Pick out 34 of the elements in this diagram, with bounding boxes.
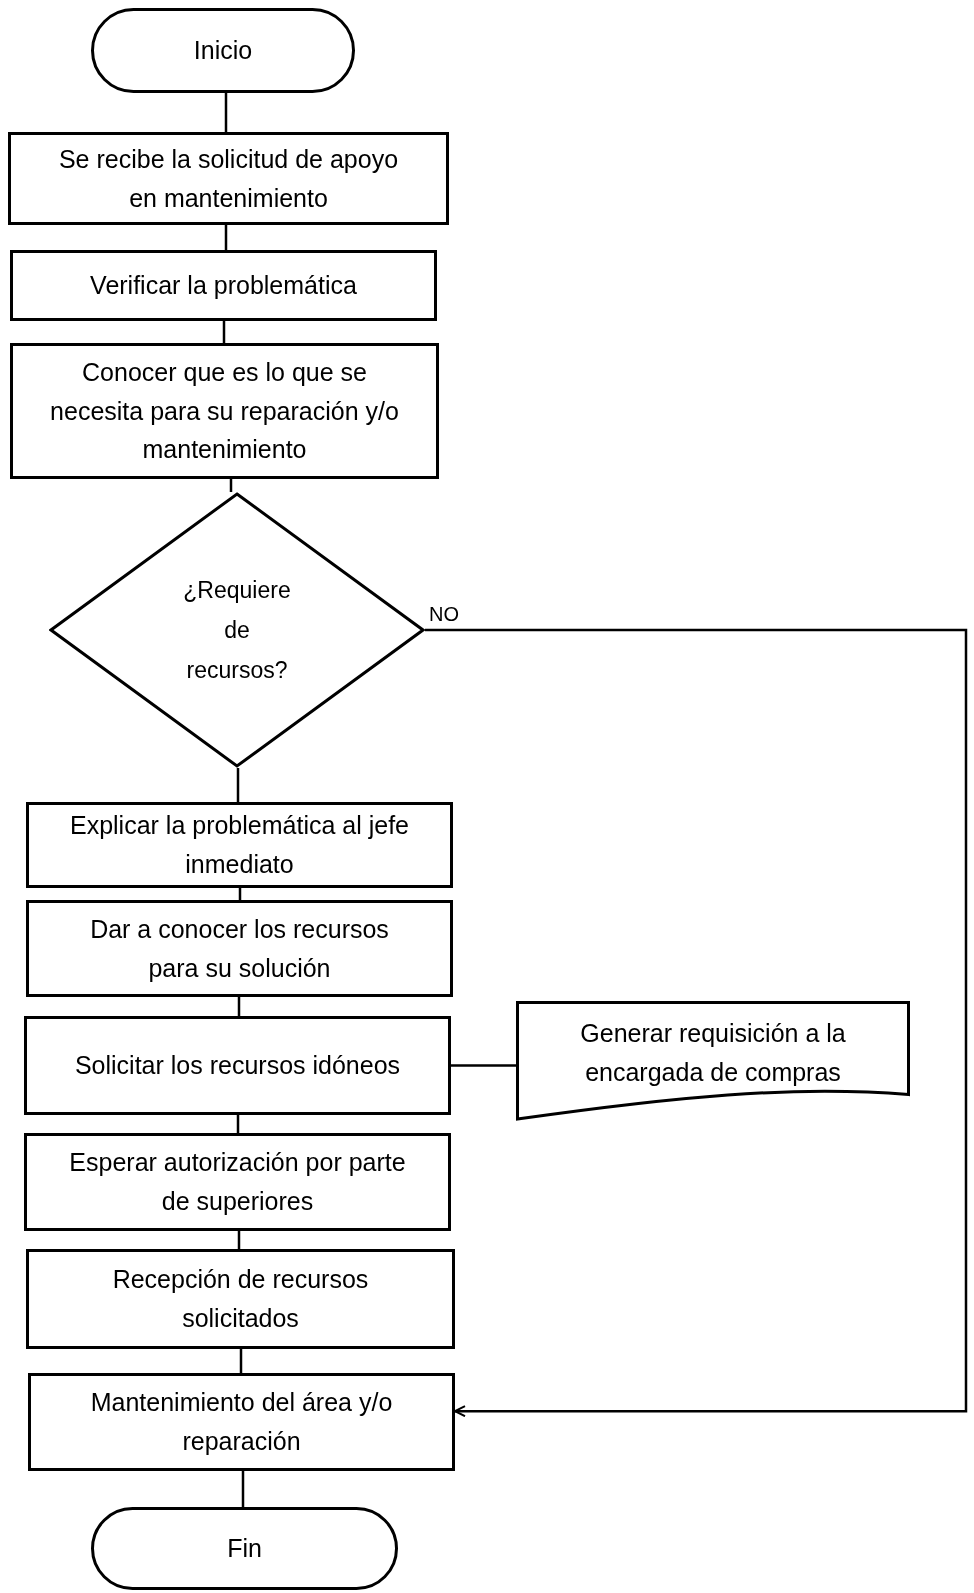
connector-line: [236, 768, 240, 802]
node-text: Explicar la problemática al jefe inmediato: [68, 810, 411, 880]
node-text: ¿Requiere de recursos?: [182, 575, 292, 686]
process-box: [8, 132, 449, 225]
connector-line: [239, 1349, 243, 1373]
node-text: Fin: [226, 1533, 263, 1565]
process-box: [26, 900, 453, 997]
node-text: Conocer que es lo que se necesita para su reparación y/o mantenimiento: [49, 356, 400, 466]
connector-line: [224, 225, 228, 250]
node-text: Generar requisición a la encargada de compras: [579, 1018, 847, 1088]
connector-line: [222, 321, 226, 343]
node-text: Solicitar los recursos idóneos: [73, 1050, 402, 1082]
process-box: [10, 250, 437, 321]
node-text: Mantenimiento del área y/o reparación: [89, 1387, 394, 1457]
node-text: Inicio: [192, 35, 254, 67]
process-box: [26, 1249, 455, 1349]
node-text: Recepción de recursos solicitados: [111, 1264, 370, 1334]
process-box: [26, 802, 453, 888]
arrow: [425, 628, 968, 1418]
process-box: [24, 1133, 451, 1231]
connector-line: [451, 1064, 516, 1067]
node-text: Dar a conocer los recursos para su solución: [89, 913, 390, 984]
node-text: Verificar la problemática: [89, 270, 358, 302]
process-box: [10, 343, 439, 479]
decision-diamond: [49, 492, 425, 768]
node-text: Se recibe la solicitud de apoyo en mantenimiento: [57, 143, 400, 214]
document-shape: [516, 1001, 910, 1121]
process-box: [28, 1373, 455, 1471]
node-text: Esperar autorización por parte de superiores: [68, 1147, 407, 1217]
process-box: [24, 1016, 451, 1115]
edge-label: NO: [427, 604, 461, 624]
connector-line: [237, 997, 241, 1016]
connector-line: [224, 93, 228, 132]
connector-line: [241, 1471, 245, 1507]
